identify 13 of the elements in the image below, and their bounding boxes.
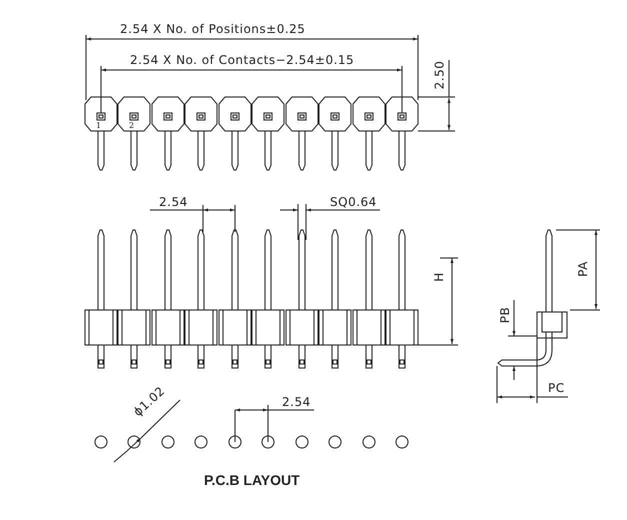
pin-number: 2 (129, 121, 135, 130)
dimension-label: PC (548, 381, 565, 395)
dimension-label: PA (576, 261, 590, 277)
dimension-label: SQ0.64 (330, 195, 377, 209)
pin-number: 1 (96, 121, 102, 130)
dimension-label: PB (498, 306, 512, 324)
dimension-label: 2.54 X No. of Contacts−2.54±0.15 (130, 53, 354, 67)
dimension-label: 2.54 (159, 195, 188, 209)
dimension-label: 2.50 (432, 60, 446, 90)
section-caption: P.C.B LAYOUT (204, 472, 300, 488)
dimension-label: 2.54 X No. of Positions±0.25 (120, 22, 306, 36)
dimension-label: H (432, 272, 446, 282)
dimension-label: 2.54 (282, 395, 311, 409)
